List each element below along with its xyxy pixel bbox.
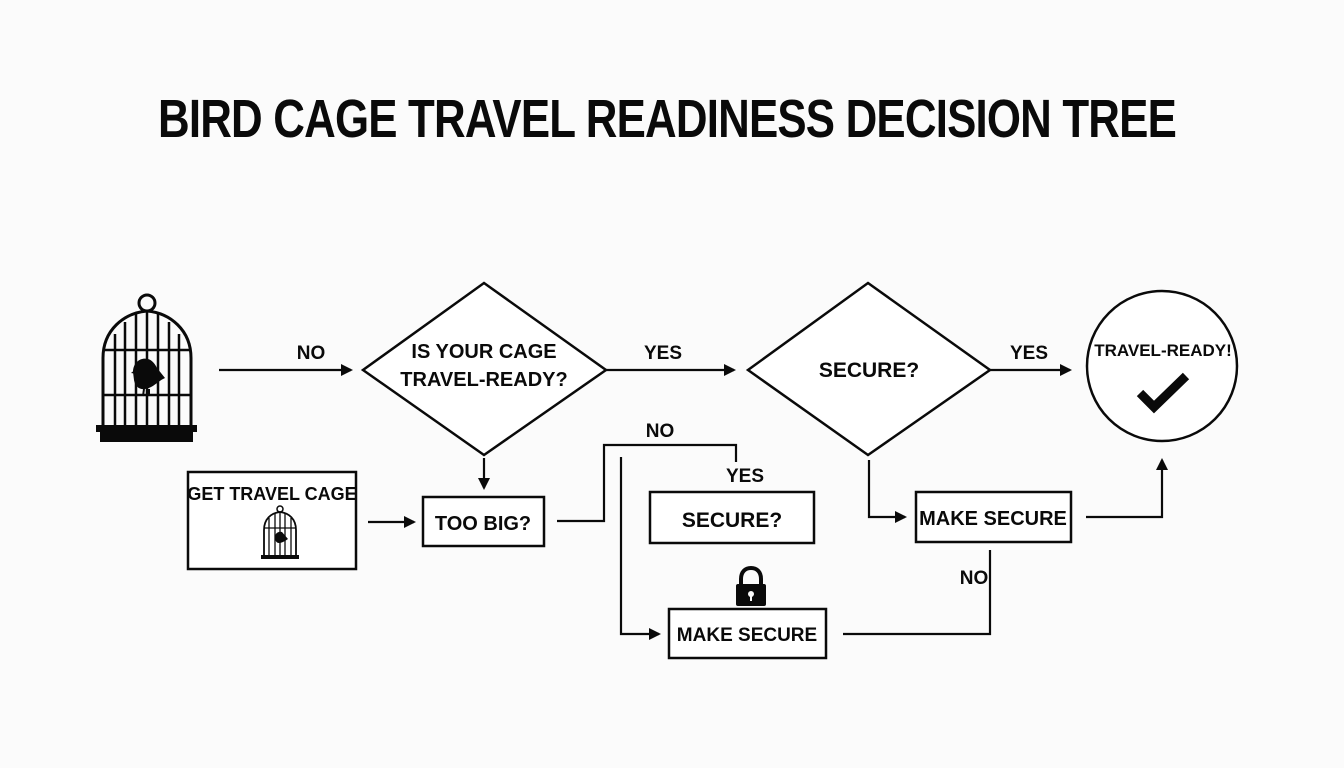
padlock-icon (736, 565, 766, 606)
get-travel-cage-label: GET TRAVEL CAGE (187, 484, 356, 504)
checkmark-icon (1136, 372, 1190, 414)
question-travel-ready-diamond (360, 281, 609, 457)
edge-to-make-secure-bottom (619, 457, 661, 640)
edge-label-no-start: NO (297, 343, 326, 364)
edge-make-secure-to-result (1086, 458, 1168, 519)
question-travel-ready-line1: IS YOUR CAGE (411, 341, 556, 363)
edge-label-yes-middle: YES (644, 343, 682, 364)
question-secure-diamond (745, 281, 993, 457)
edge-too-big-no-branch (557, 443, 738, 523)
make-secure-right-label: MAKE SECURE (919, 508, 1067, 530)
make-secure-bottom-node (667, 607, 828, 660)
question-secure-label: SECURE? (819, 359, 919, 382)
make-secure-right-node (914, 490, 1073, 544)
secure-box-node (648, 490, 816, 545)
edge-label-no-make-secure: NO (960, 568, 989, 589)
result-travel-ready-label: TRAVEL-READY! (1094, 341, 1232, 360)
page-title: BIRD CAGE TRAVEL READINESS DECISION TREE (158, 89, 1176, 149)
birdcage-icon (96, 293, 197, 442)
edge-label-no-too-big: NO (646, 421, 675, 442)
make-secure-bottom-label: MAKE SECURE (677, 625, 817, 646)
result-travel-ready: TRAVEL-READY! (1085, 289, 1239, 443)
small-birdcage-icon (261, 505, 299, 559)
edge-secure-diamond-to-make-secure (867, 460, 907, 523)
edge-label-yes-secure-box: YES (726, 466, 764, 487)
edge-label-yes-right: YES (1010, 343, 1048, 364)
secure-box-label: SECURE? (682, 509, 782, 532)
too-big-node (421, 495, 546, 548)
question-travel-ready-line2: TRAVEL-READY? (400, 369, 567, 391)
too-big-label: TOO BIG? (435, 513, 531, 535)
edge-make-secure-bottom-to-right (843, 550, 992, 636)
get-travel-cage-node: GET TRAVEL CAGE (186, 470, 358, 571)
